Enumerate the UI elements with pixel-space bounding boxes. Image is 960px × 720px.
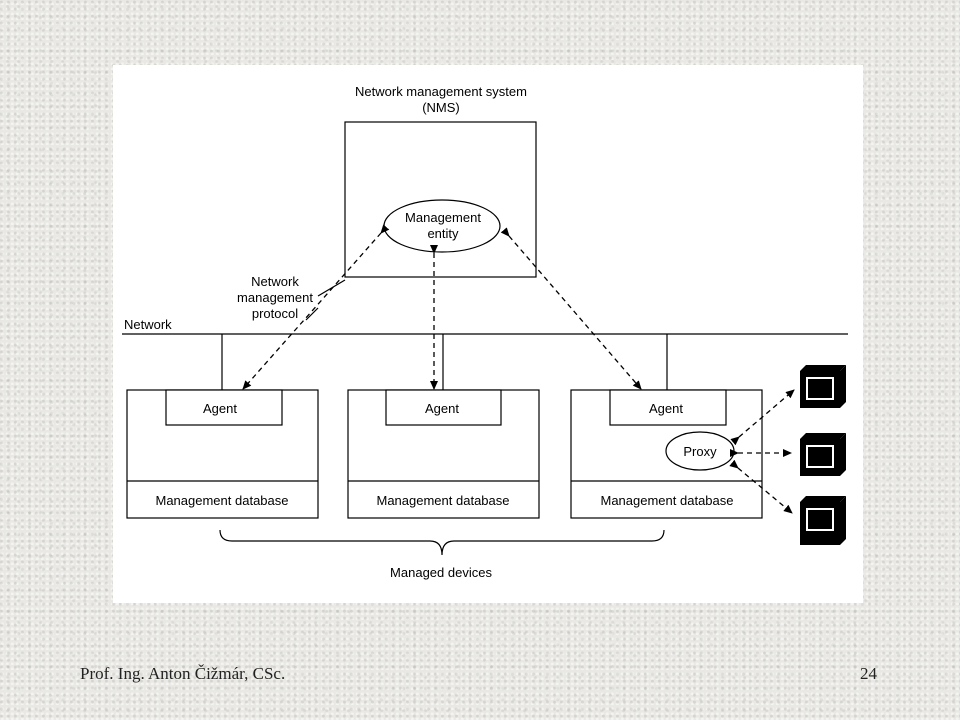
terminal-2 (800, 433, 846, 476)
database-label-3: Management database (601, 493, 734, 508)
protocol-arrow-left (242, 224, 390, 390)
page-number: 24 (860, 664, 877, 683)
agent-label-2: Agent (425, 401, 459, 416)
proxy-arrow-top (730, 389, 795, 446)
managed-devices-brace (219, 529, 665, 556)
footer-author: Prof. Ing. Anton Čižmár, CSc. (80, 664, 286, 683)
proxy-arrow-bottom (729, 459, 793, 514)
agent-box-2 (385, 389, 502, 426)
protocol-label-line2: management (237, 290, 313, 305)
terminal-3 (800, 496, 846, 545)
agent-box-3 (609, 389, 727, 426)
agent-label-1: Agent (203, 401, 237, 416)
agent-label-3: Agent (649, 401, 683, 416)
protocol-label-line3: protocol (252, 306, 298, 321)
protocol-label-line1: Network (251, 274, 299, 289)
terminal-1 (800, 365, 846, 408)
database-label-2: Management database (377, 493, 510, 508)
management-entity-line2: entity (427, 226, 459, 241)
nms-title-line2: (NMS) (422, 100, 460, 115)
protocol-arrow-right (500, 227, 642, 390)
management-entity-line1: Management (405, 210, 481, 225)
agent-box-1 (165, 389, 283, 426)
diagram-panel: Network management system (NMS) Manageme… (113, 65, 863, 603)
protocol-label-pointer-bottom (305, 307, 319, 321)
managed-devices-label: Managed devices (390, 565, 492, 580)
nms-title-line1: Network management system (355, 84, 527, 99)
network-label: Network (124, 317, 172, 332)
database-label-1: Management database (156, 493, 289, 508)
proxy-label: Proxy (683, 444, 717, 459)
